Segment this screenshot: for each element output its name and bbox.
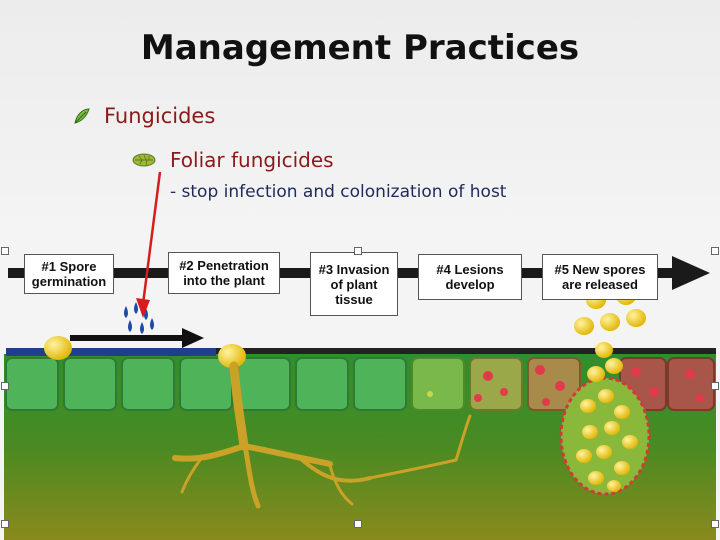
slide-title: Management Practices [140, 28, 580, 68]
resize-handle[interactable] [1, 382, 9, 390]
spore [218, 344, 246, 368]
leaf-bullet-icon [74, 108, 90, 124]
stage-1-label: #1 Spore germination [24, 254, 114, 294]
resize-handle[interactable] [711, 382, 719, 390]
hyphae [172, 361, 472, 509]
resize-handle[interactable] [711, 247, 719, 255]
foliage-bullet-icon [132, 153, 156, 167]
stage-2-label: #2 Penetration into the plant [168, 252, 280, 294]
resize-handle[interactable] [354, 520, 362, 528]
resize-handle[interactable] [354, 247, 362, 255]
bullet-text: Foliar fungicides [170, 148, 334, 172]
spore [44, 336, 72, 360]
bullet-text: Fungicides [104, 104, 216, 128]
detail-line: - stop infection and colonization of hos… [170, 182, 507, 202]
resize-handle[interactable] [711, 520, 719, 528]
disease-cycle-diagram: #1 Spore germination #2 Penetration into… [0, 246, 720, 540]
stage-3-label: #3 Invasion of plant tissue [310, 252, 398, 316]
water-drops-icon [124, 302, 154, 334]
leaf-surface [6, 348, 216, 356]
stage-5-label: #5 New spores are released [542, 254, 658, 300]
resize-handle[interactable] [1, 520, 9, 528]
bullet-foliar-fungicides: Foliar fungicides [132, 148, 334, 172]
resize-handle[interactable] [1, 247, 9, 255]
stage-4-label: #4 Lesions develop [418, 254, 522, 300]
lesion-spots [427, 365, 704, 406]
bullet-fungicides: Fungicides [72, 104, 215, 128]
timeline-arrowhead [672, 256, 710, 290]
